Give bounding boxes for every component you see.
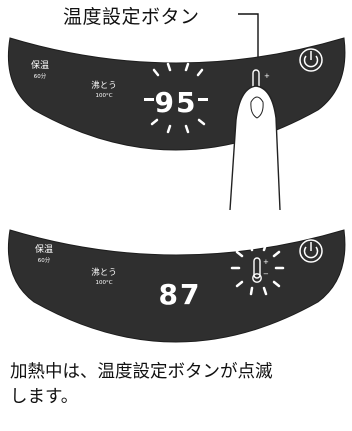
blink-ray bbox=[249, 286, 254, 296]
blink-ray bbox=[197, 118, 206, 126]
temperature-display: 87 bbox=[159, 278, 202, 311]
power-icon[interactable] bbox=[299, 239, 323, 263]
blink-ray bbox=[166, 62, 172, 72]
blink-ray bbox=[152, 68, 160, 77]
blink-ray bbox=[262, 242, 268, 252]
blink-ray bbox=[184, 62, 190, 72]
temperature-button-callout: 温度設定ボタン bbox=[63, 6, 200, 28]
blink-ray bbox=[235, 250, 244, 258]
boil-label: 沸とう bbox=[91, 80, 117, 91]
blink-ray bbox=[272, 250, 281, 258]
blink-ray bbox=[184, 124, 190, 134]
temperature-display: 95 bbox=[144, 62, 208, 134]
blink-ray bbox=[272, 280, 281, 288]
blink-ray bbox=[196, 68, 204, 77]
boil-temp: 100°C bbox=[95, 93, 112, 99]
keep-warm-indicator: 保温 60分 bbox=[31, 59, 49, 80]
panel-body bbox=[7, 229, 346, 343]
keep-warm-time: 60分 bbox=[38, 256, 51, 264]
boil-temp: 100°C bbox=[95, 280, 112, 286]
blink-ray bbox=[262, 286, 268, 296]
display-dash-right bbox=[198, 98, 208, 101]
thermometer-icon[interactable]: + − bbox=[252, 257, 269, 283]
svg-text:+: + bbox=[263, 258, 269, 266]
svg-text:+: + bbox=[264, 72, 270, 80]
display-dash-left bbox=[144, 98, 154, 101]
svg-text:−: − bbox=[263, 270, 269, 278]
blink-ray bbox=[150, 118, 159, 126]
boil-indicator: 沸とう 100°C bbox=[91, 267, 117, 286]
blink-rays bbox=[230, 242, 285, 296]
power-icon[interactable] bbox=[299, 48, 323, 72]
blink-ray bbox=[235, 280, 244, 288]
keep-warm-time: 60分 bbox=[34, 72, 47, 80]
control-panel-bottom: 保温 60分 沸とう 100°C 87 + − bbox=[7, 229, 346, 343]
callout-leader-line bbox=[238, 13, 259, 72]
boil-indicator: 沸とう 100°C bbox=[91, 80, 117, 99]
boil-label: 沸とう bbox=[91, 267, 117, 278]
display-value: 95 bbox=[155, 86, 198, 119]
keep-warm-label: 保温 bbox=[35, 243, 53, 255]
display-value: 87 bbox=[159, 278, 202, 311]
keep-warm-indicator: 保温 60分 bbox=[35, 243, 53, 264]
keep-warm-label: 保温 bbox=[31, 59, 49, 71]
caption-text: 加熱中は、温度設定ボタンが点滅 します。 bbox=[10, 362, 273, 407]
blink-ray bbox=[249, 242, 254, 252]
finger bbox=[229, 85, 281, 211]
fingernail bbox=[250, 96, 264, 119]
blink-rays bbox=[150, 62, 206, 134]
blink-ray bbox=[166, 124, 172, 134]
finger-illustration bbox=[229, 85, 281, 211]
